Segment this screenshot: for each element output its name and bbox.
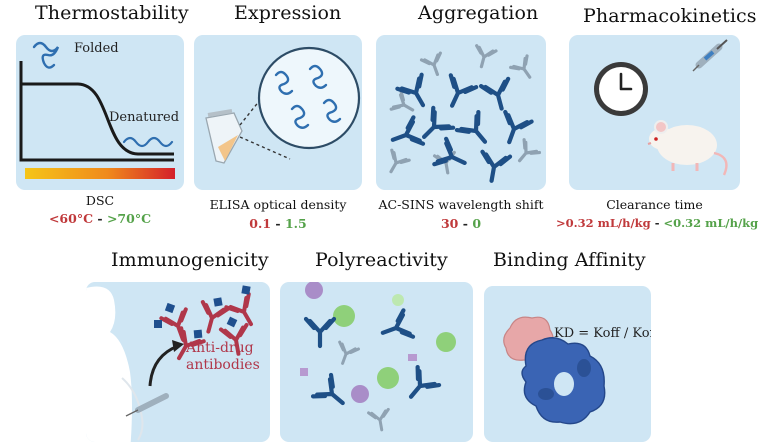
polyreactivity-panel [280,282,473,442]
aggregation-panel [376,35,546,190]
range-high: >70°C [106,211,152,226]
range-low: 30 [440,216,459,231]
dsc-curve-graphic [19,41,175,179]
antibody-aggregate-graphic [380,44,542,190]
range-low: <60°C [48,211,94,226]
thermostability-range: <60°C - >70°C [16,211,184,226]
pharmacokinetics-caption: Clearance time [606,197,703,212]
anti-drug-antibody-graphic [86,285,265,442]
denatured-label: Denatured [109,110,180,125]
antibody-antigen-complex-graphic [503,316,606,425]
folded-label: Folded [74,41,119,56]
mouse-icon [647,120,728,176]
thermostability-title: Thermostability [35,2,189,24]
binding-affinity-title: Binding Affinity [493,249,646,271]
clock-icon [594,62,648,116]
thermostability-panel: Folded Denatured [16,35,184,190]
polyreactivity-graphic [300,282,456,434]
syringe-icon [692,39,728,72]
anti-drug-label-line1: Anti-drug [186,340,254,356]
pharmacokinetics-panel [569,35,740,190]
pharmacokinetics-title: Pharmacokinetics [583,5,757,27]
expression-title: Expression [234,2,342,24]
range-high: 0 [472,216,482,231]
expression-caption: ELISA optical density [209,197,347,212]
expression-range: 0.1 - 1.5 [194,216,362,231]
clearance-graphic [594,39,728,176]
binding-affinity-panel: KD = Koff / Kon [484,286,651,442]
immunogenicity-panel: Anti-drug antibodies [86,282,270,442]
expression-panel [194,35,362,190]
range-separator: - [97,211,103,226]
aggregation-caption: AC-SINS wavelength shift [378,197,544,212]
range-separator: - [275,216,281,231]
aggregation-title: Aggregation [418,2,539,24]
range-separator: - [654,216,660,230]
elisa-graphic [205,46,361,164]
range-separator: - [462,216,468,231]
range-low: 0.1 [249,216,272,231]
range-low: >0.32 mL/h/kg [556,216,651,230]
immunogenicity-title: Immunogenicity [111,249,269,271]
range-high: 1.5 [284,216,307,231]
polyreactivity-title: Polyreactivity [315,249,448,271]
anti-drug-label-line2: antibodies [186,357,260,373]
kd-formula: KD = Koff / Kon [554,326,651,341]
thermostability-caption: DSC [85,193,115,208]
range-high: <0.32 mL/h/kg [663,216,759,230]
pharmacokinetics-range: >0.32 mL/h/kg - <0.32 mL/h/kg [556,216,759,230]
aggregation-range: 30 - 0 [376,216,546,231]
